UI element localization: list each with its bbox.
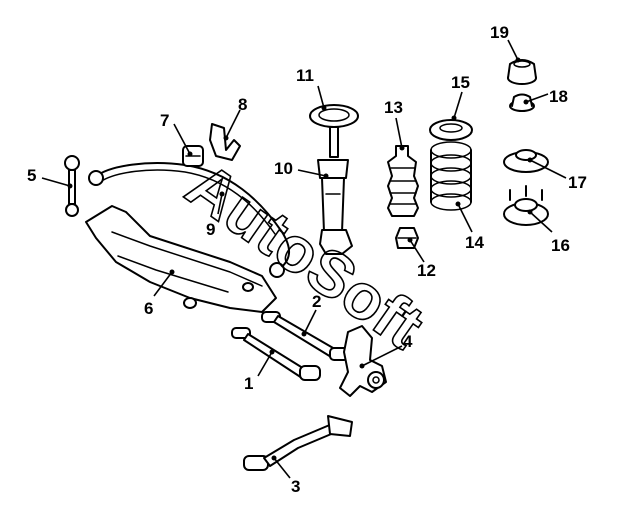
callout-label-13: 13 xyxy=(384,98,403,117)
callout-6: 6 xyxy=(144,269,175,318)
coil-spring-part xyxy=(430,141,472,211)
callout-10: 10 xyxy=(274,159,329,179)
callout-19: 19 xyxy=(490,23,521,63)
callout-2: 2 xyxy=(301,292,321,337)
callout-label-16: 16 xyxy=(551,236,570,255)
lower-link-arm-part xyxy=(231,327,321,381)
callout-label-1: 1 xyxy=(244,374,253,393)
callout-7: 7 xyxy=(160,111,193,157)
dust-boot-part xyxy=(387,145,419,217)
callout-label-7: 7 xyxy=(160,111,169,130)
subframe-part xyxy=(85,205,277,313)
callout-label-18: 18 xyxy=(549,87,568,106)
callout-12: 12 xyxy=(407,237,436,280)
top-cap-part xyxy=(507,59,537,85)
spring-seat-part xyxy=(429,119,473,141)
stabilizer-bar-part xyxy=(88,162,290,278)
callout-1: 1 xyxy=(244,349,275,393)
callout-16: 16 xyxy=(527,209,570,255)
callout-label-14: 14 xyxy=(465,233,484,252)
callout-label-17: 17 xyxy=(568,173,587,192)
callout-label-9: 9 xyxy=(206,220,215,239)
trailing-arm-part xyxy=(243,415,353,471)
callout-label-12: 12 xyxy=(417,261,436,280)
shock-strut-part xyxy=(317,126,353,255)
knuckle-part xyxy=(339,325,387,397)
callout-14: 14 xyxy=(455,201,484,252)
callout-13: 13 xyxy=(384,98,405,151)
callout-label-19: 19 xyxy=(490,23,509,42)
callout-8: 8 xyxy=(223,95,247,141)
callout-18: 18 xyxy=(523,87,568,106)
callout-label-3: 3 xyxy=(291,477,300,496)
callout-3: 3 xyxy=(271,455,300,496)
strut-mount-part xyxy=(503,185,549,226)
callout-label-5: 5 xyxy=(27,166,36,185)
stabilizer-bushing-part xyxy=(182,145,204,167)
upper-mount-part xyxy=(503,149,549,173)
callout-11: 11 xyxy=(296,66,327,111)
callout-5: 5 xyxy=(27,166,73,189)
callout-label-4: 4 xyxy=(403,332,413,351)
callout-17: 17 xyxy=(527,157,587,192)
stabilizer-bracket-part xyxy=(209,123,241,161)
callout-label-11: 11 xyxy=(296,66,314,85)
callout-label-15: 15 xyxy=(451,73,470,92)
callout-9: 9 xyxy=(206,191,225,239)
callout-label-2: 2 xyxy=(312,292,321,311)
bump-stop-part xyxy=(395,227,419,249)
top-nut-part xyxy=(509,93,535,112)
callout-label-8: 8 xyxy=(238,95,247,114)
callout-label-6: 6 xyxy=(144,299,153,318)
strut-top-ring-part xyxy=(309,104,359,128)
callout-label-10: 10 xyxy=(274,159,293,178)
callout-4: 4 xyxy=(359,332,413,369)
callout-15: 15 xyxy=(451,73,470,121)
